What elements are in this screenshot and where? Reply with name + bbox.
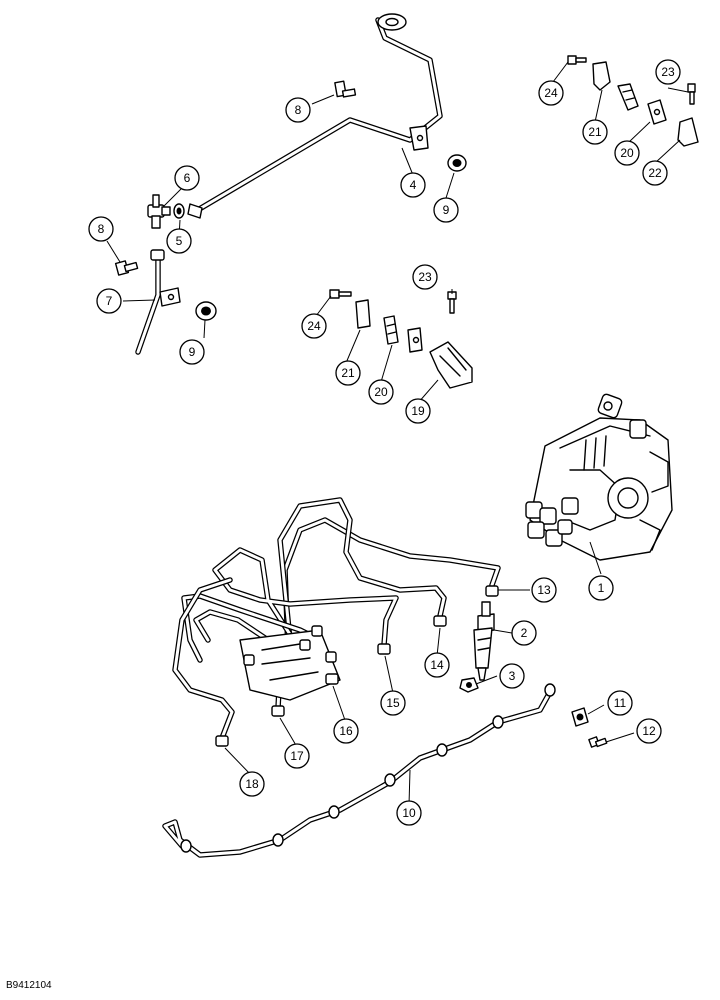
callout-18: 18 <box>239 771 265 797</box>
callout-label: 11 <box>614 696 627 710</box>
callout-label: 23 <box>661 65 675 79</box>
grommet-lower <box>195 301 217 321</box>
callout-2: 2 <box>511 620 537 646</box>
callout-label: 15 <box>386 696 400 710</box>
figure-id: B9412104 <box>6 980 52 991</box>
callout-24-upper: 24 <box>538 80 564 106</box>
callout-24-middle: 24 <box>301 313 327 339</box>
callout-1: 1 <box>588 575 614 601</box>
pipe-clip <box>571 707 589 727</box>
callout-label: 22 <box>648 166 662 180</box>
injector-nut <box>459 677 479 693</box>
callout-label: 21 <box>588 125 602 139</box>
callout-label: 14 <box>430 658 444 672</box>
callout-11: 11 <box>607 690 633 716</box>
grommet-upper <box>447 154 467 172</box>
callout-label: 18 <box>245 777 259 791</box>
callout-label: 4 <box>410 178 417 192</box>
callout-21-upper: 21 <box>582 119 608 145</box>
callout-4: 4 <box>400 172 426 198</box>
callout-21-middle: 21 <box>335 360 361 386</box>
return-line-upper <box>187 13 443 219</box>
callout-label: 3 <box>509 669 516 683</box>
callout-6: 6 <box>174 165 200 191</box>
leak-off-pipe <box>162 683 556 858</box>
callout-19: 19 <box>405 398 431 424</box>
injection-lines <box>172 497 501 747</box>
callout-label: 5 <box>176 234 183 248</box>
callout-label: 20 <box>620 146 634 160</box>
callout-14: 14 <box>424 652 450 678</box>
callout-label: 17 <box>290 749 304 763</box>
callout-label: 2 <box>521 626 528 640</box>
callout-label: 19 <box>411 404 425 418</box>
callout-label: 10 <box>402 806 416 820</box>
callout-7: 7 <box>96 288 122 314</box>
callout-label: 24 <box>307 319 321 333</box>
callout-label: 13 <box>537 583 551 597</box>
clamp-set-upper <box>567 55 699 147</box>
injection-pump <box>525 393 673 561</box>
callout-label: 21 <box>341 366 355 380</box>
sealing-washer <box>173 203 185 219</box>
clip-screw <box>588 736 608 748</box>
callout-label: 6 <box>184 171 191 185</box>
callout-20-upper: 20 <box>614 140 640 166</box>
callout-label: 24 <box>544 86 558 100</box>
callout-8-lower: 8 <box>88 216 114 242</box>
callout-label: 9 <box>189 345 196 359</box>
callout-12: 12 <box>636 718 662 744</box>
callout-20-middle: 20 <box>368 379 394 405</box>
callout-22: 22 <box>642 160 668 186</box>
callout-13: 13 <box>531 577 557 603</box>
banjo-bolt-lower <box>114 260 139 276</box>
callout-label: 8 <box>98 222 105 236</box>
callout-17: 17 <box>284 743 310 769</box>
callout-label: 7 <box>106 294 113 308</box>
callout-23-upper: 23 <box>655 59 681 85</box>
leader-lines <box>106 61 689 806</box>
callout-label: 16 <box>339 724 353 738</box>
callout-label: 23 <box>418 270 432 284</box>
callout-label: 1 <box>598 581 605 595</box>
tee-fitting <box>147 194 171 229</box>
injector-nozzle <box>473 601 495 681</box>
callout-23-middle: 23 <box>412 264 438 290</box>
callout-label: 9 <box>443 203 450 217</box>
callout-5: 5 <box>166 228 192 254</box>
callout-8-upper: 8 <box>285 97 311 123</box>
callout-label: 20 <box>374 385 388 399</box>
callout-15: 15 <box>380 690 406 716</box>
callout-9-lower: 9 <box>179 339 205 365</box>
return-line-lower <box>135 249 181 355</box>
callout-9-upper: 9 <box>433 197 459 223</box>
clamp-set-middle <box>329 289 473 389</box>
callout-3: 3 <box>499 663 525 689</box>
callout-16: 16 <box>333 718 359 744</box>
callout-label: 8 <box>295 103 302 117</box>
callout-10: 10 <box>396 800 422 826</box>
banjo-bolt-upper <box>334 80 357 98</box>
callout-label: 12 <box>642 724 656 738</box>
